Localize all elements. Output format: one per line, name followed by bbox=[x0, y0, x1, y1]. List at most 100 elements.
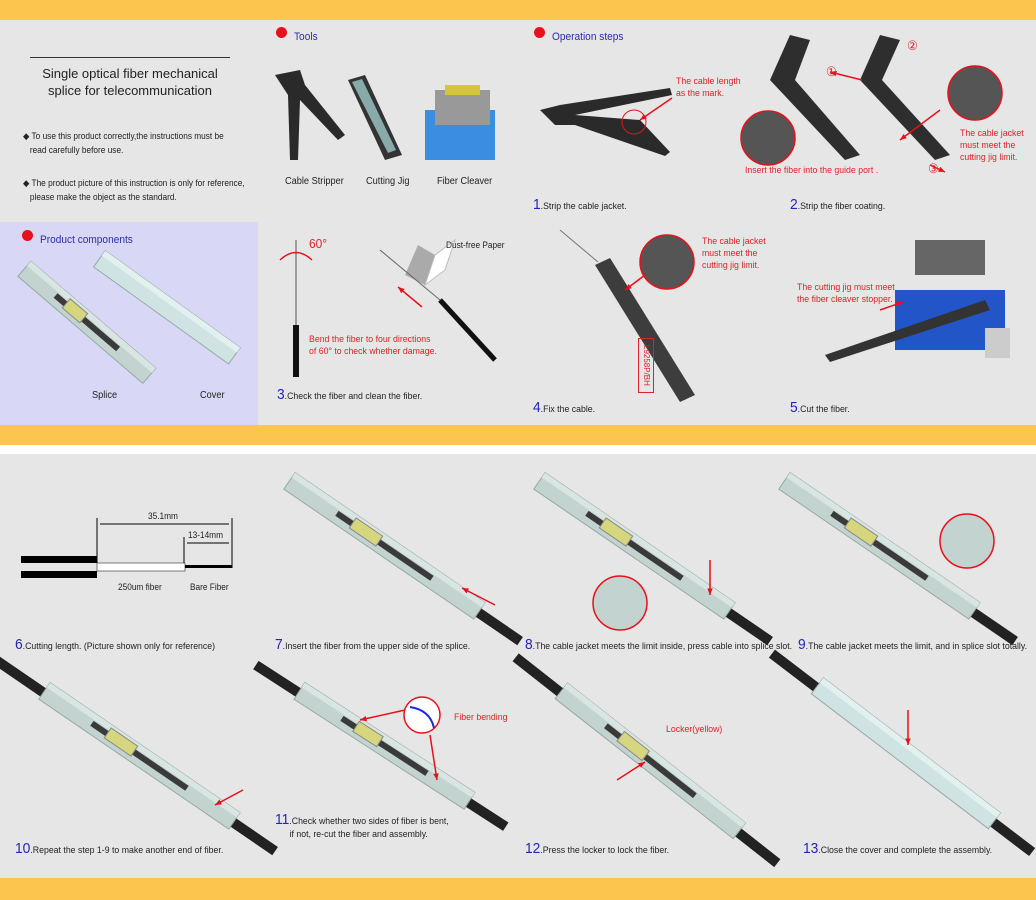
jig-in-cleaver bbox=[825, 300, 990, 362]
splice-illustration bbox=[768, 649, 1036, 857]
title-rule bbox=[30, 57, 230, 58]
zoom-circle bbox=[403, 696, 441, 734]
step-7: 7.Insert the fiber from the upper side o… bbox=[275, 636, 471, 653]
zoom-circle bbox=[592, 575, 648, 631]
component-label: Splice bbox=[92, 390, 118, 401]
fiber-line bbox=[379, 249, 441, 301]
operation-heading: Operation steps bbox=[552, 31, 624, 43]
fiber-cable bbox=[438, 298, 497, 362]
splice-illustration bbox=[283, 471, 523, 646]
annotation-guide-port: Insert the fiber into the guide port . bbox=[745, 165, 879, 176]
fiber-cable bbox=[293, 325, 299, 377]
stripper-illustration bbox=[540, 88, 672, 156]
coated-fiber bbox=[96, 562, 186, 572]
fiber-cleaver-top bbox=[435, 90, 490, 125]
bullet-text: To use this product correctly,the instru… bbox=[31, 131, 224, 141]
arrow-head-icon bbox=[938, 166, 945, 172]
splice-illustration bbox=[778, 471, 1018, 646]
arrow-icon bbox=[899, 109, 941, 141]
arrow-head-icon bbox=[625, 283, 632, 290]
bottom-band bbox=[0, 878, 1036, 900]
step-5: 5.Cut the fiber. bbox=[790, 399, 850, 416]
step-3: 3.Check the fiber and clean the fiber. bbox=[277, 386, 423, 403]
dust-free-paper bbox=[424, 238, 456, 287]
dust-free-paper-label: Dust-free Paper bbox=[446, 240, 505, 250]
splice-top-edge bbox=[563, 682, 746, 828]
step-marker-3: ③ bbox=[928, 161, 939, 176]
splice-body bbox=[810, 677, 1002, 830]
splice-illustration bbox=[512, 653, 781, 868]
splice-illustration bbox=[17, 260, 157, 385]
locker bbox=[103, 727, 139, 757]
splice-channel bbox=[585, 510, 684, 581]
arrow-icon bbox=[639, 97, 673, 121]
arrow-head-icon bbox=[640, 114, 647, 120]
bullet-text: please make the object as the standard. bbox=[29, 192, 177, 202]
fiber-cleaver-label bbox=[445, 85, 480, 95]
page-title: Single optical fiber mechanical splice f… bbox=[30, 65, 230, 99]
fiber-cable bbox=[0, 655, 56, 704]
splice-top-edge bbox=[26, 261, 156, 373]
cleaver-lid bbox=[915, 240, 985, 275]
bullet-dot-icon bbox=[22, 230, 33, 241]
step-12: 12.Press the locker to lock the fiber. bbox=[525, 840, 670, 857]
splice-top-edge bbox=[291, 472, 486, 608]
middle-band bbox=[0, 425, 1036, 445]
splice-channel bbox=[335, 510, 434, 581]
arrow-icon bbox=[429, 734, 438, 781]
cleaver-side bbox=[985, 328, 1010, 358]
locker bbox=[598, 517, 634, 547]
step-2: 2.Strip the fiber coating. bbox=[790, 196, 886, 213]
splice-top-edge bbox=[786, 472, 981, 608]
arrow-head-icon bbox=[900, 133, 907, 140]
bullet-dot-icon bbox=[534, 27, 545, 38]
fiber-cable bbox=[768, 649, 829, 699]
arrow-head-icon bbox=[360, 715, 367, 722]
locker bbox=[352, 720, 384, 748]
arrow-head-icon bbox=[707, 588, 713, 595]
dust-free-paper bbox=[405, 245, 435, 285]
components-heading: Product components bbox=[40, 234, 133, 246]
tool-label: Fiber Cleaver bbox=[437, 176, 493, 187]
locker bbox=[616, 730, 651, 762]
step-11: 11.Check whether two sides of fiber is b… bbox=[275, 811, 449, 840]
splice-top-edge bbox=[541, 472, 736, 608]
mark-circle bbox=[621, 109, 647, 135]
annotation-angle: 60° bbox=[309, 236, 328, 251]
step-8: 8.The cable jacket meets the limit insid… bbox=[525, 636, 793, 653]
splice-top-edge bbox=[46, 682, 241, 818]
tools-heading: Tools bbox=[294, 31, 318, 43]
bullet-item: ◆ The product picture of this instructio… bbox=[23, 178, 245, 202]
bullet-item: ◆ To use this product correctly,the inst… bbox=[23, 131, 224, 155]
cable-jacket bbox=[21, 571, 97, 578]
step-marker-2: ② bbox=[907, 38, 918, 53]
step-1: 1.Strip the cable jacket. bbox=[533, 196, 627, 213]
splice-illustration bbox=[253, 660, 509, 831]
step-6: 6.Cutting length. (Picture shown only fo… bbox=[15, 636, 216, 653]
bullet-text: read carefully before use. bbox=[29, 145, 124, 155]
arrow-head-icon bbox=[398, 287, 405, 294]
annotation-locker: Locker(yellow) bbox=[666, 724, 723, 735]
step-9: 9.The cable jacket meets the limit, and … bbox=[798, 636, 1028, 653]
locker bbox=[348, 517, 384, 547]
dimension-total: 35.1mm bbox=[148, 511, 178, 521]
cutting-jig-closed bbox=[860, 35, 950, 160]
fiber-line bbox=[559, 229, 599, 263]
step-marker-1: ① bbox=[826, 64, 837, 79]
arrow-head-icon bbox=[905, 738, 911, 745]
step-13: 13.Close the cover and complete the asse… bbox=[803, 840, 993, 857]
splice-top-edge bbox=[301, 682, 475, 798]
splice-channel bbox=[53, 293, 121, 352]
cable-stripper-icon bbox=[275, 70, 345, 160]
zoom-circle bbox=[740, 110, 796, 166]
splice-illustration bbox=[0, 655, 278, 856]
splice-top-edge bbox=[101, 250, 241, 353]
dimension-bare: 13-14mm bbox=[188, 530, 223, 540]
title-line: Single optical fiber mechanical bbox=[42, 66, 218, 81]
step-10: 10.Repeat the step 1-9 to make another e… bbox=[15, 840, 224, 857]
